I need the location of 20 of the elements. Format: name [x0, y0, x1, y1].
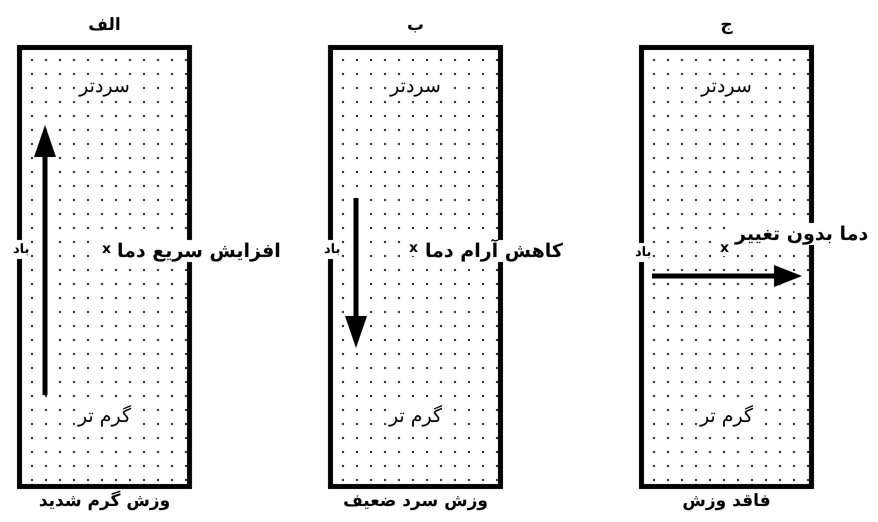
region-label: سردتر: [387, 75, 444, 97]
panel-caption: وزش سرد ضعیف: [343, 491, 488, 511]
panel-caption: فاقد وزش: [682, 491, 771, 511]
point-marker: x: [101, 241, 112, 257]
temperature-change-label: کاهش آرام دما: [423, 240, 565, 262]
panel-heading: ج: [720, 15, 733, 35]
region-label: گرم تر: [386, 405, 446, 427]
wind-label: باد: [13, 240, 30, 259]
region-label: گرم تر: [696, 405, 756, 427]
point-marker: x: [408, 240, 420, 256]
temperature-change-label: دما بدون تغییر: [733, 223, 870, 245]
wind-label: باد: [324, 240, 340, 259]
point-marker: x: [719, 240, 730, 256]
panel-heading: الف: [88, 15, 121, 35]
panel-heading: ب: [406, 15, 424, 35]
region-label: گرم تر: [74, 405, 134, 427]
wind-label: باد: [635, 243, 652, 262]
panel-caption: وزش گرم شدید: [38, 491, 170, 511]
region-label: سردتر: [76, 75, 133, 97]
region-label: سردتر: [698, 75, 755, 97]
